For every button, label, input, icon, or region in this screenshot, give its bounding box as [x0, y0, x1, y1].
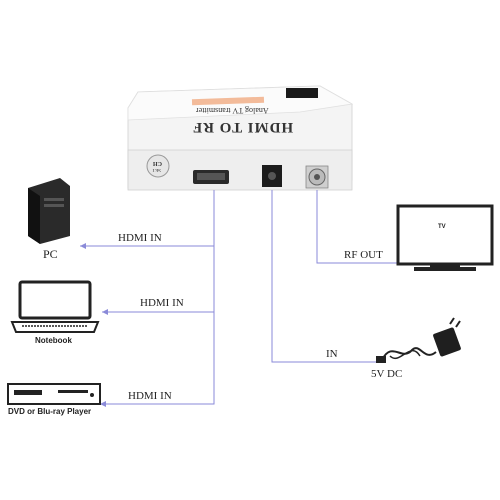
pc-label: PC: [43, 247, 58, 261]
notebook-hdmi-in-label: HDMI IN: [140, 297, 184, 309]
converter-box: [127, 85, 354, 191]
dvd-hdmi-in-label: HDMI IN: [128, 390, 172, 402]
channel-button-icon: [146, 154, 170, 178]
converter-title: HDMI TO RF: [192, 119, 294, 135]
notebook-label: Notebook: [35, 336, 72, 345]
power-switch-icon: [286, 88, 318, 98]
pc-tower-icon: [28, 178, 70, 244]
power-adapter-icon: [376, 317, 461, 363]
connection-lines: [80, 190, 398, 405]
rf-out-label: RF OUT: [344, 249, 383, 261]
dvd-label: DVD or Blu-ray Player: [8, 407, 92, 416]
tv-label: TV: [438, 224, 446, 230]
notebook-icon: [10, 280, 100, 333]
hdmi-port-icon: [193, 170, 229, 184]
dvd-player-icon: [7, 383, 101, 405]
converter-subtitle: Analog TV transmitter: [196, 106, 269, 115]
channel-button-sublabel: SET: [152, 167, 161, 172]
rf-port-icon: [305, 165, 329, 189]
power-label: 5V DC: [371, 368, 403, 380]
channel-button-label: CH: [153, 160, 162, 166]
power-in-label: IN: [326, 348, 338, 360]
arrow-heads: [80, 243, 108, 407]
pc-hdmi-in-label: HDMI IN: [118, 232, 162, 244]
tv-icon: [396, 204, 494, 271]
dc-jack-icon: [262, 165, 282, 187]
